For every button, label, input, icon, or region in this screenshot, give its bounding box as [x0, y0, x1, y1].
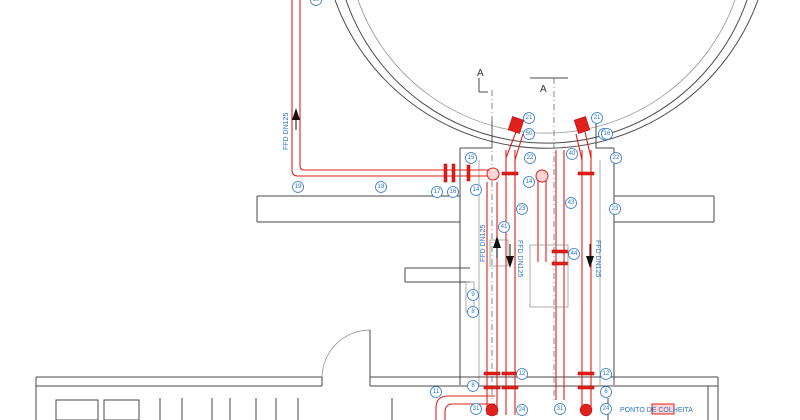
- ref-bubble-number: 23: [519, 206, 526, 212]
- ref-bubble-number: 8: [471, 309, 475, 315]
- ref-bubble: 21: [591, 112, 603, 124]
- riser-valve-right: [573, 116, 591, 134]
- ffo-label-mid2: FFD DN125: [516, 240, 523, 277]
- ref-bubble-number: 12: [603, 371, 610, 377]
- ref-bubble: 22: [524, 152, 536, 164]
- elbow-fitting: [486, 167, 500, 181]
- ref-bubble-number: 40: [569, 151, 576, 157]
- ref-bubble-number: 16: [450, 189, 457, 195]
- ref-bubble: 8: [467, 380, 479, 392]
- ref-bubble: 24: [516, 404, 528, 416]
- ref-bubble: 6: [600, 386, 612, 398]
- ref-bubble-number: 14: [473, 187, 480, 193]
- flange-17: [443, 163, 448, 183]
- flow-arrows: [292, 108, 594, 268]
- sampling-point-label: PONTO DE COLHEITA: [620, 407, 693, 414]
- ref-bubble-number: 50: [526, 131, 533, 137]
- ffo-label-mid: FFD DN125: [480, 225, 487, 262]
- pipe-labels: FFD DN125 FFD DN125 FFD DN125 FFD DN125 …: [283, 113, 693, 414]
- ref-bubble-number: 15: [468, 155, 475, 161]
- ref-bubble-number: 21: [526, 115, 533, 121]
- valves-fittings: [443, 116, 675, 417]
- ref-bubble-number: 6: [604, 389, 608, 395]
- flange-16: [451, 163, 456, 183]
- ref-bubble: 22: [610, 152, 622, 164]
- elbow-fitting-mid: [535, 169, 549, 183]
- ref-bubble: 17: [431, 186, 443, 198]
- riser-valve-left: [507, 116, 525, 134]
- valve-bottom-right: [579, 403, 593, 417]
- ref-bubble: 44: [568, 248, 580, 260]
- ref-bubble: 24: [600, 403, 612, 415]
- ref-bubble-number: 18: [378, 184, 385, 190]
- ref-bubble: 10: [310, 0, 322, 6]
- ref-bubble: 21: [523, 112, 535, 124]
- flow-arrow-down-mid: [506, 256, 514, 268]
- ref-bubble-number: 10: [313, 0, 320, 3]
- ref-bubble: 23: [609, 203, 621, 215]
- section-label-a-left: A: [477, 68, 484, 79]
- pipe-network: [291, 0, 592, 420]
- ffo-label-left: FFD DN125: [283, 113, 290, 150]
- flow-arrow-up-mid: [493, 236, 501, 248]
- structure-walls: [35, 120, 719, 420]
- ref-bubble: 14: [523, 176, 535, 188]
- ref-bubble-number: 22: [527, 155, 534, 161]
- flow-arrow-up-left: [292, 108, 300, 120]
- ref-bubble-number: 41: [501, 224, 508, 230]
- ref-bubble: 18: [375, 181, 387, 193]
- ref-bubble: 16: [447, 186, 459, 198]
- ref-bubble-number: 8: [471, 383, 475, 389]
- valve-bottom-left: [485, 403, 499, 417]
- ref-bubble-number: 21: [594, 115, 601, 121]
- ref-bubble-number: 16: [604, 131, 611, 137]
- ref-bubble-number: 14: [526, 179, 533, 185]
- ref-bubble: 12: [516, 368, 528, 380]
- ref-bubble-number: 44: [571, 251, 578, 257]
- tank-outline: [334, 0, 759, 149]
- ref-bubble: 41: [498, 221, 510, 233]
- ref-bubble: 31: [470, 403, 482, 415]
- ref-bubble: 50: [523, 128, 535, 140]
- ref-bubble-number: 11: [433, 389, 440, 395]
- ref-bubble-number: 43: [568, 200, 575, 206]
- ref-bubble-number: 12: [519, 371, 526, 377]
- ref-bubble-number: 31: [557, 406, 564, 412]
- ref-bubble: 16: [601, 128, 613, 140]
- ref-bubble: 8: [467, 306, 479, 318]
- ref-bubble-number: 22: [613, 155, 620, 161]
- ref-bubble-number: 17: [434, 189, 441, 195]
- ref-bubble: 15: [465, 152, 477, 164]
- ref-bubble: 40: [566, 148, 578, 160]
- ref-bubble: 14: [470, 184, 482, 196]
- ref-bubble-number: 31: [473, 406, 480, 412]
- ref-bubble: 31: [554, 403, 566, 415]
- ref-bubble: 11: [430, 386, 442, 398]
- flange-14: [466, 164, 471, 182]
- reference-bubbles: 2150161514221440211622191817162343412344…: [292, 0, 622, 416]
- ffo-label-right: FFD DN125: [594, 240, 601, 277]
- ref-bubble: 23: [516, 203, 528, 215]
- ref-bubble: 12: [600, 368, 612, 380]
- ref-bubble-number: 19: [295, 184, 302, 190]
- ref-bubble-number: 23: [612, 206, 619, 212]
- section-line-a: A A: [477, 68, 568, 400]
- flow-arrow-down-right: [586, 256, 594, 268]
- ref-bubble: 9: [467, 289, 479, 301]
- ref-bubble: 19: [292, 181, 304, 193]
- ref-bubble-number: 24: [519, 407, 526, 413]
- ref-bubble: 43: [565, 197, 577, 209]
- ref-bubble-number: 9: [471, 292, 475, 298]
- section-label-a-right: A: [540, 84, 547, 95]
- ref-bubble-number: 24: [603, 406, 610, 412]
